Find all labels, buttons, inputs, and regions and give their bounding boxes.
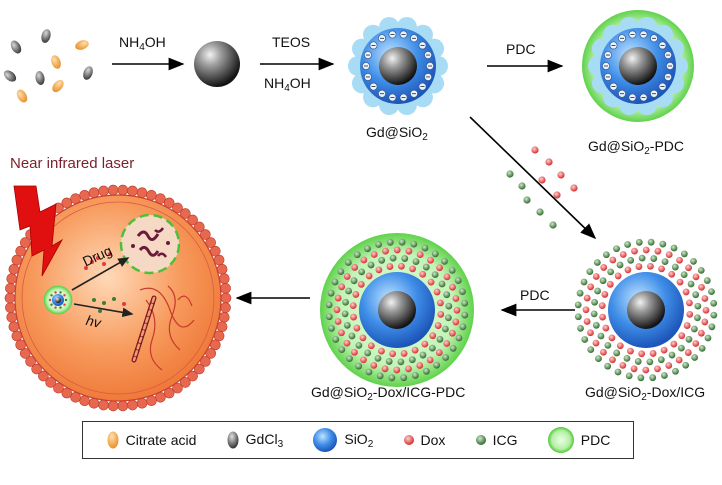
gd-sio2-label: Gd@SiO2 — [366, 124, 428, 143]
laser-label: Near infrared laser — [10, 155, 135, 172]
dox-icon — [403, 435, 414, 445]
citrate-acid-seed — [51, 55, 61, 69]
gdcl3-icon — [227, 431, 239, 449]
gd-sio2-particle — [348, 17, 448, 115]
gd-sio2-dox-icg-pdc-label: Gd@SiO2-Dox/ICG-PDC — [311, 384, 466, 403]
microtubule — [131, 295, 157, 363]
legend-item-citrate-acid: Citrate acid — [106, 430, 196, 450]
pdc-label-top: PDC — [506, 41, 536, 57]
citrate-acid-seed — [75, 40, 89, 50]
teos-label: TEOS — [272, 34, 311, 50]
internalized-particle — [43, 285, 73, 315]
gd-sio2-dox-icg-label: Gd@SiO2-Dox/ICG — [585, 384, 706, 403]
legend: Citrate acid GdCl3 SiO2 Dox ICG PDC — [82, 421, 634, 459]
gd-sio2-dox-icg-particle — [574, 238, 718, 382]
pdc-label-mid: PDC — [520, 287, 550, 303]
sio2-icon — [313, 428, 338, 452]
drug-release-arrow — [71, 257, 130, 291]
citrate-acid-icon — [107, 431, 119, 449]
icg-icon — [475, 435, 486, 445]
gd-sio2-pdc-particle — [582, 10, 694, 122]
legend-item-icg: ICG — [475, 432, 518, 448]
cell-membrane — [4, 184, 232, 412]
gdcl3-seed — [3, 70, 17, 82]
loading-molecules — [506, 146, 578, 229]
hv-label: hv — [84, 312, 103, 331]
gdcl3-seed — [83, 66, 93, 80]
photo-energy-arrow — [73, 303, 134, 318]
cancer-cell — [4, 184, 232, 412]
arrow-drug-loading — [469, 116, 597, 240]
negative-charges — [602, 30, 674, 102]
dox-icg-shell — [574, 238, 718, 382]
negative-charges — [362, 30, 434, 102]
nh4oh-label-1: NH4OH — [119, 34, 166, 53]
citrate-acid-seed — [16, 89, 28, 103]
precursors — [3, 29, 93, 103]
pdc-icon — [547, 427, 574, 453]
legend-item-pdc: PDC — [547, 426, 610, 454]
endosome — [119, 213, 181, 275]
gdcl3-seed — [41, 29, 51, 43]
legend-item-dox: Dox — [403, 432, 445, 448]
citrate-acid-seed — [52, 79, 64, 93]
legend-item-gdcl3: GdCl3 — [226, 430, 283, 450]
gdcl3-seed — [10, 40, 22, 54]
gd-core — [194, 41, 240, 87]
legend-item-sio2: SiO2 — [312, 427, 373, 453]
gd-sio2-pdc-label: Gd@SiO2-PDC — [588, 138, 685, 157]
nh4oh-label-2: NH4OH — [264, 75, 311, 94]
laser-bolt-icon — [13, 185, 64, 277]
gdcl3-seed — [35, 71, 45, 85]
dox-icg-shell — [325, 238, 469, 382]
gd-sio2-dox-icg-pdc-particle — [320, 233, 474, 387]
